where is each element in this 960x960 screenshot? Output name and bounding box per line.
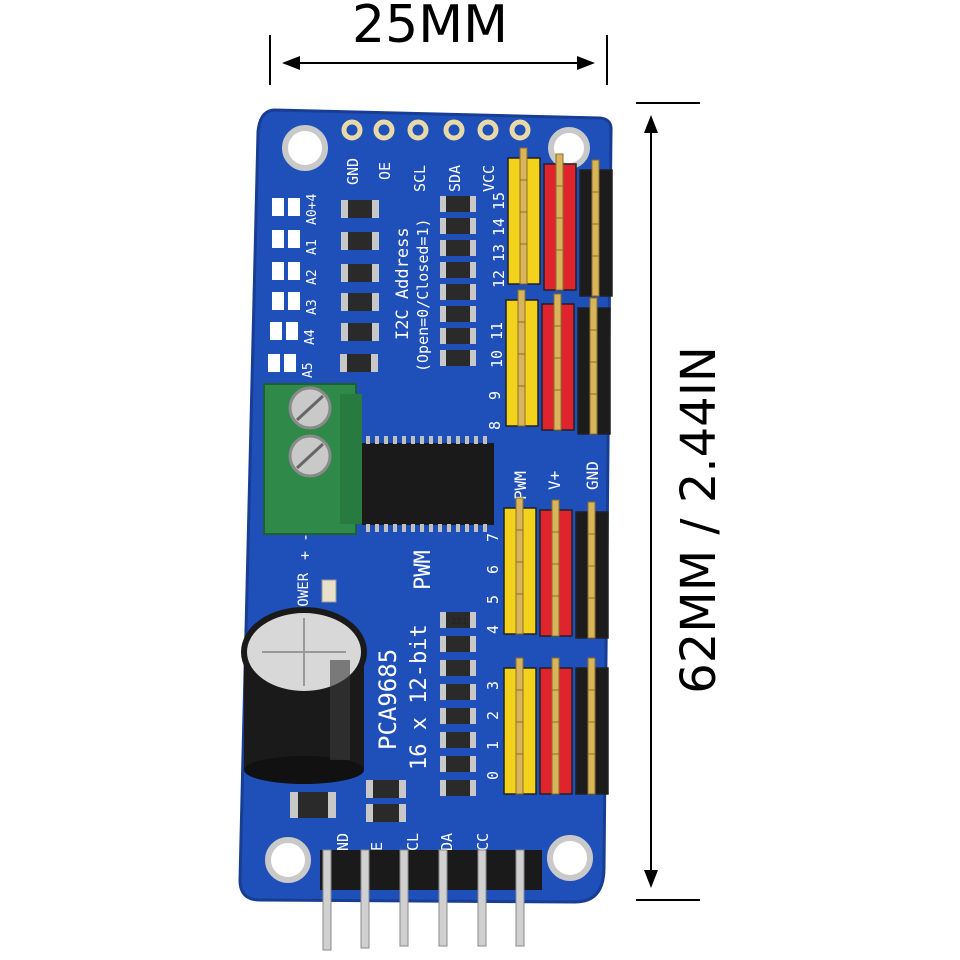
header-pin [587, 597, 596, 639]
svg-text:1: 1 [484, 741, 502, 750]
top-pin-label: SCL [411, 165, 429, 192]
addr-label: A3 [305, 299, 320, 315]
channel-resistors-top [440, 196, 476, 366]
height-dimension: 62MM / 2.44IN [636, 102, 727, 901]
i2c-sub: (Open=0/Closed=1) [414, 218, 432, 372]
mounting-hole [282, 125, 328, 171]
header-pin [517, 385, 526, 427]
addr-label: A4 [303, 329, 318, 345]
board-silkscreen: PWM PCA9685 16 x 12-bit POWER [296, 550, 436, 770]
addr-label: A5 [301, 362, 316, 378]
terminal-label: + - [296, 533, 314, 560]
height-label: 62MM / 2.44IN [671, 346, 727, 694]
svg-text:8: 8 [486, 421, 504, 430]
svg-text:10: 10 [488, 350, 506, 368]
svg-text:12: 12 [490, 270, 508, 288]
svg-text:2: 2 [484, 711, 502, 720]
bottom-header[interactable] [320, 849, 542, 951]
svg-text:V+: V+ [545, 471, 564, 490]
width-dimension: 25MM [269, 0, 608, 85]
svg-text:0: 0 [484, 771, 502, 780]
svg-text:6: 6 [484, 565, 502, 574]
header-pin [515, 753, 524, 795]
svg-text:GND: GND [583, 461, 602, 490]
chip-desc-label: 16 x 12-bit [407, 624, 432, 770]
header-pin [551, 595, 560, 637]
channel-resistors-bottom [440, 612, 476, 796]
power-label: POWER [296, 572, 312, 615]
svg-text:5: 5 [484, 595, 502, 604]
svg-text:13: 13 [490, 244, 508, 262]
svg-text:15: 15 [490, 192, 508, 210]
top-pin-label: GND [344, 158, 362, 185]
header-pin [591, 255, 600, 297]
channel-numbers-top: 15 14 13 12 11 10 9 8 [486, 192, 508, 430]
power-led [321, 579, 337, 603]
top-pin-label: SDA [446, 165, 464, 192]
header-pin [589, 393, 598, 435]
pwm-label: PWM [411, 550, 436, 590]
header-pin [551, 753, 560, 795]
header-labels: PWM V+ GND [511, 461, 602, 500]
top-pin-label: OE [376, 162, 394, 180]
svg-text:14: 14 [490, 218, 508, 236]
svg-text:11: 11 [488, 322, 506, 340]
header-pin [553, 389, 562, 431]
top-pin-labels: GND OE SCL SDA VCC [344, 158, 498, 192]
channel-numbers-bottom: 7 6 5 4 3 2 1 0 [484, 533, 502, 780]
electrolytic-capacitor [241, 607, 367, 784]
svg-text:7: 7 [484, 533, 502, 542]
svg-text:3: 3 [484, 681, 502, 690]
address-jumpers [268, 198, 300, 372]
mounting-hole [265, 837, 311, 883]
servo-headers[interactable] [503, 147, 613, 795]
addr-label: A1 [305, 239, 320, 255]
address-labels: A0+4 A1 A2 A3 A4 A5 [301, 194, 320, 378]
svg-text:PWM: PWM [511, 471, 530, 500]
header-pin [587, 753, 596, 795]
header-pin [515, 593, 524, 635]
top-pin-pads [341, 119, 531, 141]
addr-label: A0+4 [305, 194, 320, 225]
mounting-hole [547, 835, 593, 881]
resistor-value-label: 221 [451, 617, 467, 627]
header-pin [519, 243, 528, 285]
svg-text:9: 9 [486, 391, 504, 400]
pca9685-chip [362, 436, 494, 532]
chip-name-label: PCA9685 [374, 649, 402, 750]
i2c-address-text: I2C Address (Open=0/Closed=1) [393, 218, 432, 372]
addr-label: A2 [305, 269, 320, 285]
smd-components [290, 780, 406, 822]
header-pin [555, 249, 564, 291]
top-pin-label: VCC [480, 165, 498, 192]
i2c-label: I2C Address [393, 227, 413, 340]
svg-text:4: 4 [484, 625, 502, 634]
power-terminal-block: + - [263, 383, 362, 560]
width-label: 25MM [352, 0, 508, 55]
address-resistors [340, 200, 379, 372]
